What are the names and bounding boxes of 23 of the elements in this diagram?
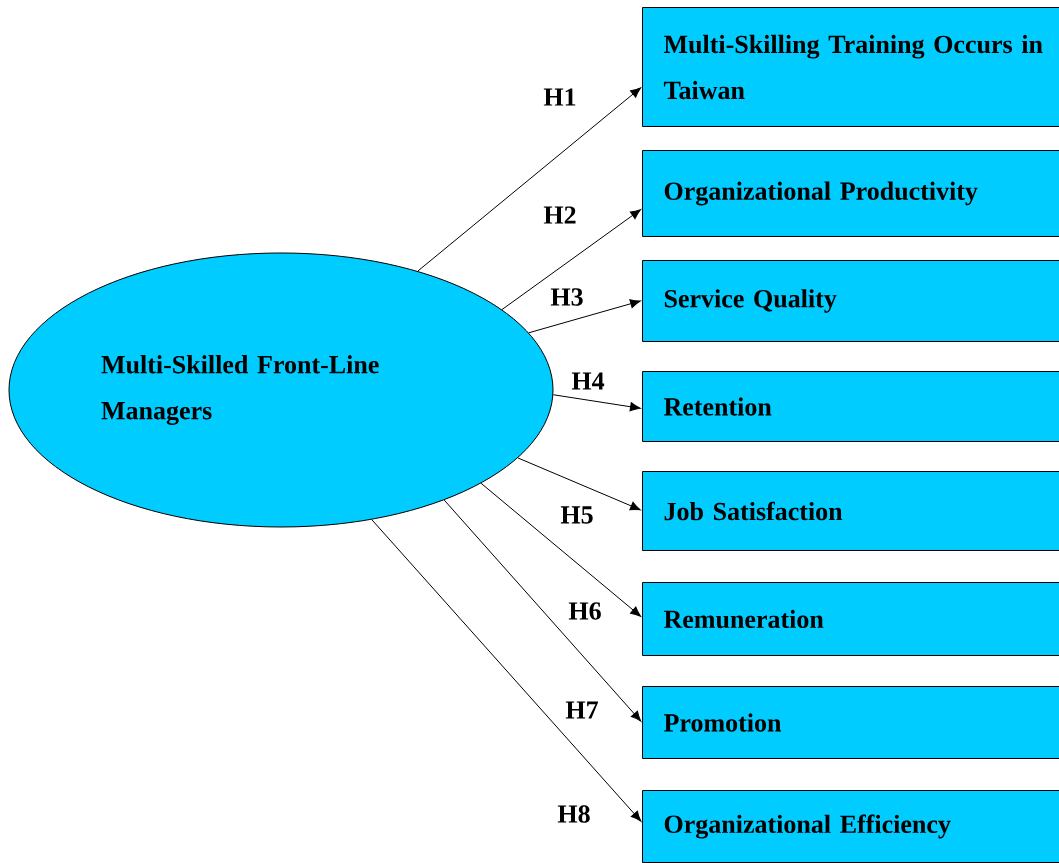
process-box: Retention	[642, 371, 1059, 442]
process-box: Remuneration	[642, 582, 1059, 656]
arrow	[417, 87, 642, 272]
process-box: Promotion	[642, 686, 1059, 759]
process-box: Service Quality	[642, 260, 1059, 342]
arrow	[443, 499, 642, 722]
arrow	[528, 299, 641, 334]
process-box: Job Satisfaction	[642, 471, 1059, 551]
arrow	[501, 209, 641, 311]
arrow	[480, 482, 642, 617]
edge-label: H4	[571, 372, 605, 390]
edge-label: H5	[560, 506, 593, 524]
arrow	[517, 457, 641, 511]
process-box: Multi-Skilling Training Occurs in Taiwan	[642, 7, 1059, 127]
process-box: Organizational Productivity	[642, 150, 1059, 237]
arrow	[371, 519, 642, 822]
arrow	[552, 394, 641, 412]
edge-label: H7	[565, 701, 598, 719]
edge-label: H2	[543, 206, 576, 224]
edge-label: H8	[557, 805, 590, 823]
edge-label: H1	[543, 88, 576, 106]
edge-label: H6	[568, 602, 601, 620]
process-box: Organizational Efficiency	[642, 790, 1059, 863]
